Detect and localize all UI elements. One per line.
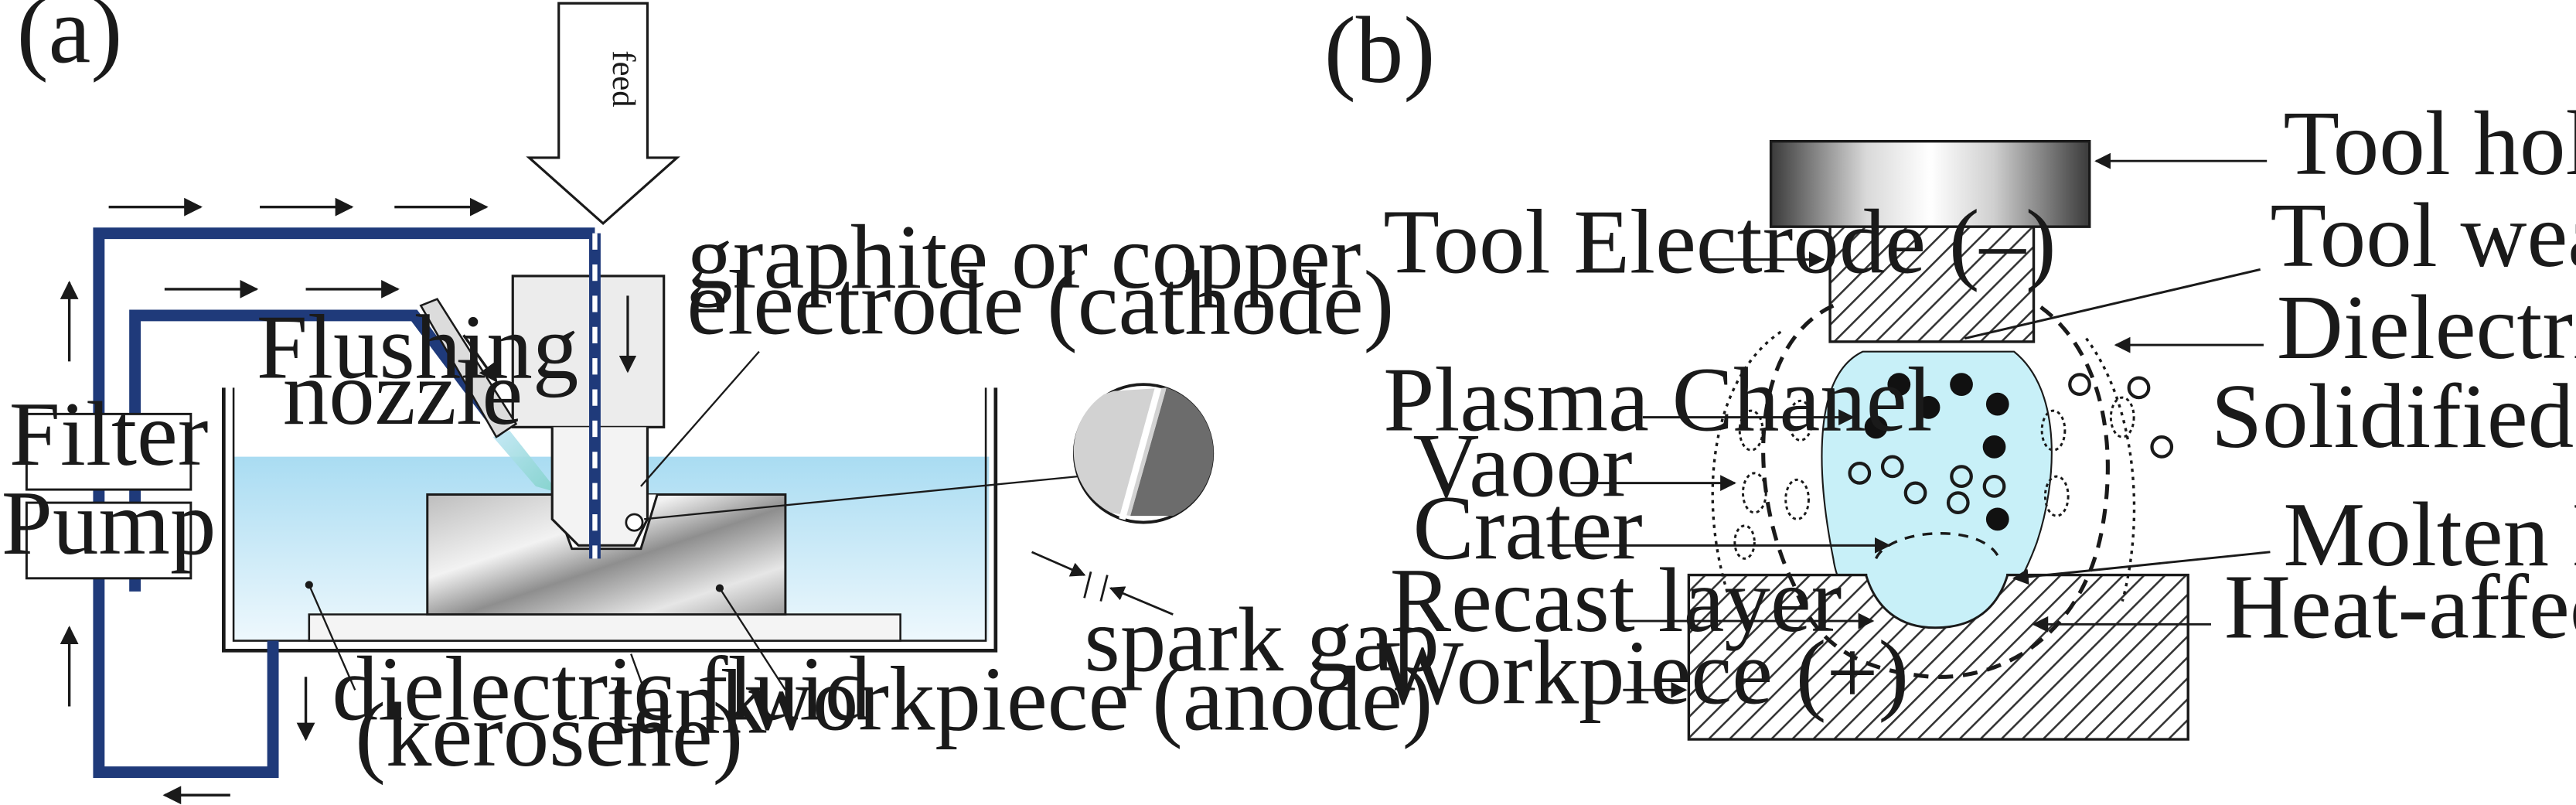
- electrode-leader: [640, 350, 760, 487]
- pump-label: Pump: [2, 472, 216, 574]
- flushing-label-line1: Flushing: [257, 296, 579, 398]
- molten-metal-label: Molten Metal: [2283, 483, 2576, 585]
- workpiece-label-b: Workpiece (+): [1377, 621, 1909, 723]
- tank-label: tank: [608, 651, 766, 753]
- dielectric-outline-right: [2085, 337, 2136, 602]
- magnifier-leader: [644, 475, 1078, 520]
- workpiece-block: [426, 493, 787, 616]
- filter-box: [25, 412, 193, 491]
- tank-outer-wall: [221, 387, 998, 653]
- flushing-nozzle: [419, 298, 518, 438]
- dielectric-label: Dielectric: [2277, 276, 2576, 378]
- tool-electrode: [1828, 225, 2036, 343]
- panel-b-tag: (b): [1324, 0, 1436, 103]
- dielectric-leader: [308, 584, 356, 691]
- workpiece-leader-dot: [715, 584, 724, 592]
- feed-label: feed: [605, 50, 642, 107]
- tool-wear-label: Tool wear: [2270, 184, 2576, 286]
- crater: [1865, 575, 2009, 629]
- electrode-label-line2: electrode (cathode): [687, 251, 1394, 353]
- electrode-holder: [511, 275, 666, 428]
- spark-gap-label: spark gap: [1085, 588, 1440, 691]
- haz-label: Heat-affected Zone: [2224, 555, 2576, 657]
- electron-particles: [1848, 373, 2174, 514]
- flushing-label-line2: nozzle: [283, 342, 523, 444]
- tool-holder-label: Tool holder: [2283, 92, 2576, 194]
- magnifier-gap: [1119, 387, 1162, 520]
- tool-electrode-label: Tool Electrode (–): [1383, 191, 2056, 293]
- tool-wear-leader: [1964, 268, 2261, 340]
- vapor-label: Vaoor: [1412, 414, 1632, 517]
- spark-gap-spot: [625, 513, 644, 532]
- spark-gap-arrow: [1031, 551, 1086, 577]
- base-plate: [308, 613, 901, 642]
- panel-a-tag: (a): [17, 0, 123, 84]
- spark-gap-tick: [1099, 575, 1109, 602]
- magnifier-cathode: [1073, 387, 1167, 517]
- tank-leader: [630, 653, 646, 691]
- filter-label: Filter: [9, 383, 209, 485]
- crater-label: Crater: [1412, 476, 1642, 578]
- workpiece-leader: [718, 587, 786, 691]
- electrode-label-line1: graphite or copper: [687, 206, 1361, 308]
- recast-layer-label: Recast layer: [1390, 549, 1842, 651]
- tool-holder: [1769, 140, 2091, 228]
- solidified-metal-label: Solidified metal: [2211, 365, 2576, 467]
- spark-gap-tick: [1083, 571, 1092, 599]
- flow-arrow: [462, 334, 498, 383]
- dielectric-label-line1: dielectric fluid: [332, 638, 871, 740]
- flushing-jet: [492, 430, 559, 493]
- heat-affected-zone-outline: [1761, 300, 2110, 679]
- magnifier-anode: [1130, 387, 1214, 517]
- plasma-channel-label: Plasma Chanel: [1383, 349, 1932, 451]
- ion-particles: [1864, 373, 2009, 531]
- spark-gap-arrow: [1109, 586, 1174, 616]
- feed-arrow-icon: [526, 2, 680, 226]
- molten-metal-arrow: [2012, 551, 2271, 585]
- dielectric-label-line2: (kerosene): [355, 684, 743, 786]
- vapor-bubbles: [1733, 396, 2135, 560]
- dielectric-leader-dot: [305, 581, 313, 589]
- panel-a: (a): [2, 0, 1440, 805]
- pump-box: [25, 501, 193, 580]
- panel-b: (b): [1324, 0, 2576, 741]
- workpiece-label: workpiece (anode): [746, 647, 1433, 749]
- dielectric-outline-left: [1711, 330, 1782, 595]
